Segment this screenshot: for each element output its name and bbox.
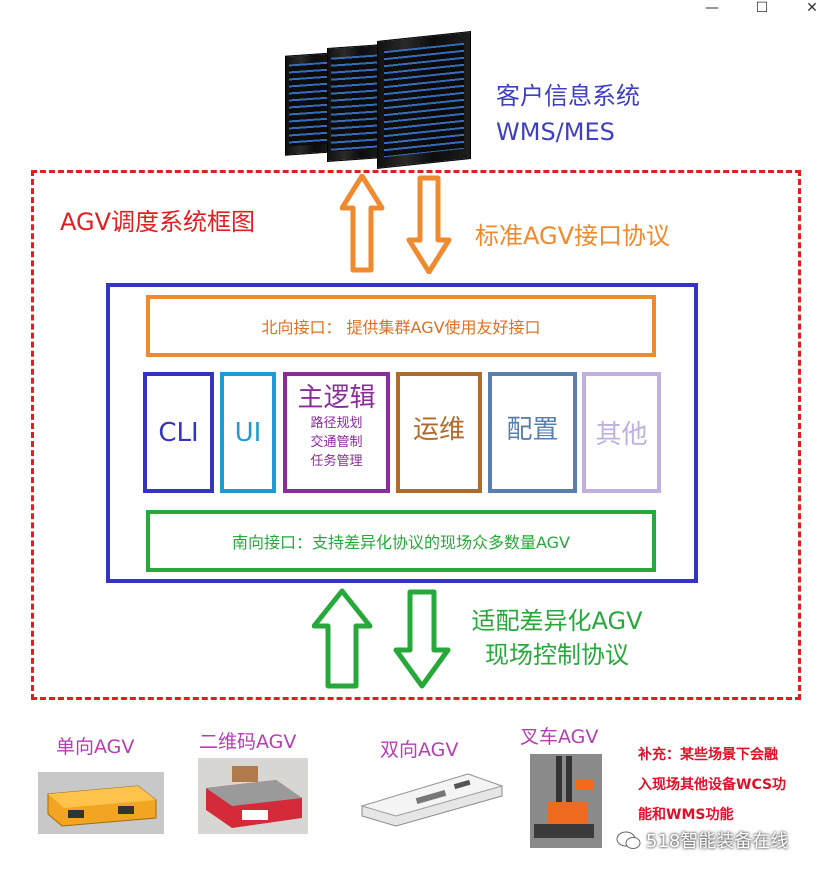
south-down-arrow — [393, 589, 451, 689]
note-line2: 入现场其他设备WCS功 — [638, 777, 787, 793]
south-protocol-label: 适配差异化AGV 现场控制协议 — [462, 604, 652, 672]
main-logic-item: 路径规划 — [310, 416, 363, 431]
south-protocol-line1: 适配差异化AGV — [471, 607, 643, 635]
agv-label-qr-code: 二维码AGV — [199, 731, 297, 753]
north-interface-box: 北向接口： 提供集群AGV使用友好接口 — [146, 295, 656, 357]
server-cluster-image — [285, 31, 475, 172]
qr-code-agv-image — [198, 758, 308, 834]
one-way-agv-image — [38, 772, 164, 834]
south-interface-box: 南向接口：支持差异化协议的现场众多数量AGV — [146, 510, 656, 572]
north-arrows — [340, 174, 452, 274]
agv-label-one-way: 单向AGV — [56, 736, 135, 758]
module-config: 配置 — [488, 372, 577, 493]
close-button[interactable]: ✕ — [806, 0, 818, 16]
wms-mes-label: WMS/MES — [496, 118, 615, 146]
north-down-arrow — [406, 175, 452, 274]
south-protocol-line2: 现场控制协议 — [485, 641, 629, 669]
watermark: 518智能装备在线 — [616, 827, 788, 853]
frame-title: AGV调度系统框图 — [60, 208, 256, 236]
module-other: 其他 — [582, 372, 661, 493]
module-cli: CLI — [143, 372, 214, 493]
forklift-agv-image — [530, 754, 602, 848]
module-main-logic: 主逻辑 路径规划 交通管制 任务管理 — [283, 372, 390, 493]
note-line3: 能和WMS功能 — [638, 807, 734, 823]
scheduling-core-frame — [106, 283, 698, 583]
two-way-agv-image — [360, 773, 504, 827]
north-up-arrow — [340, 174, 385, 273]
agv-label-two-way: 双向AGV — [380, 739, 459, 761]
wechat-icon — [616, 831, 641, 849]
north-protocol-label: 标准AGV接口协议 — [475, 222, 671, 250]
watermark-text: 518智能装备在线 — [646, 831, 789, 852]
main-logic-title: 主逻辑 — [297, 383, 376, 413]
maximize-button[interactable]: ☐ — [755, 0, 769, 16]
client-system-label: 客户信息系统 — [496, 82, 640, 110]
main-logic-item: 交通管制 — [310, 435, 363, 450]
module-ui: UI — [220, 372, 276, 493]
supplementary-note: 补充：某些场景下会融 入现场其他设备WCS功 能和WMS功能 — [638, 740, 823, 830]
scheduling-system-frame — [31, 170, 801, 700]
minimize-button[interactable]: — — [705, 0, 719, 16]
main-logic-item: 任务管理 — [310, 454, 363, 469]
module-ops: 运维 — [396, 372, 482, 493]
note-line1: 补充：某些场景下会融 — [638, 747, 778, 763]
south-arrows — [312, 588, 451, 689]
agv-label-forklift: 叉车AGV — [520, 726, 599, 748]
south-up-arrow — [312, 588, 373, 689]
